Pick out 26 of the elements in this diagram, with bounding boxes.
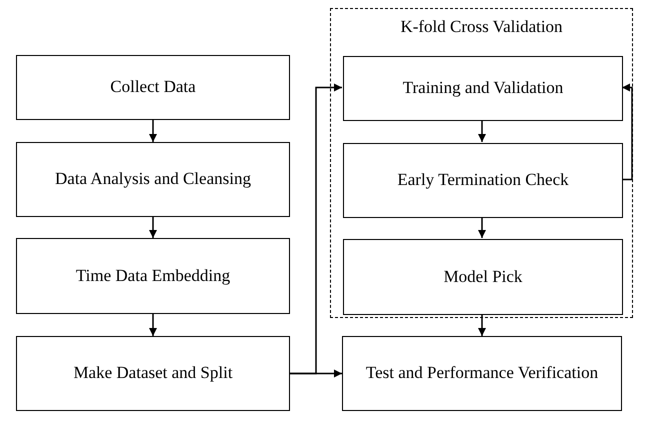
dashed-group-frame [330,8,633,318]
process-box [16,142,290,217]
arrow [478,314,486,336]
arrow [290,370,342,378]
process-box [342,336,622,411]
process-box [343,56,623,121]
box-label: Test and Performance Verification [366,363,598,384]
process-box [343,143,623,218]
box-label: Early Termination Check [397,170,569,191]
arrow [478,120,486,142]
box-label: Model Pick [444,266,522,288]
group-title: K-fold Cross Validation [399,17,564,37]
arrow [149,217,157,238]
arrow [149,314,157,336]
box-label: Data Analysis and Cleansing [55,169,251,190]
arrow [478,217,486,238]
arrow [149,120,157,142]
box-label: Time Data Embedding [76,266,230,286]
process-box [16,55,290,120]
process-box [16,238,290,314]
box-label: Make Dataset and Split [73,363,233,384]
arrow [622,84,633,180]
box-label: Collect Data [110,77,196,98]
process-box [16,336,290,411]
process-box [343,239,623,315]
box-label: Training and Validation [402,78,564,99]
